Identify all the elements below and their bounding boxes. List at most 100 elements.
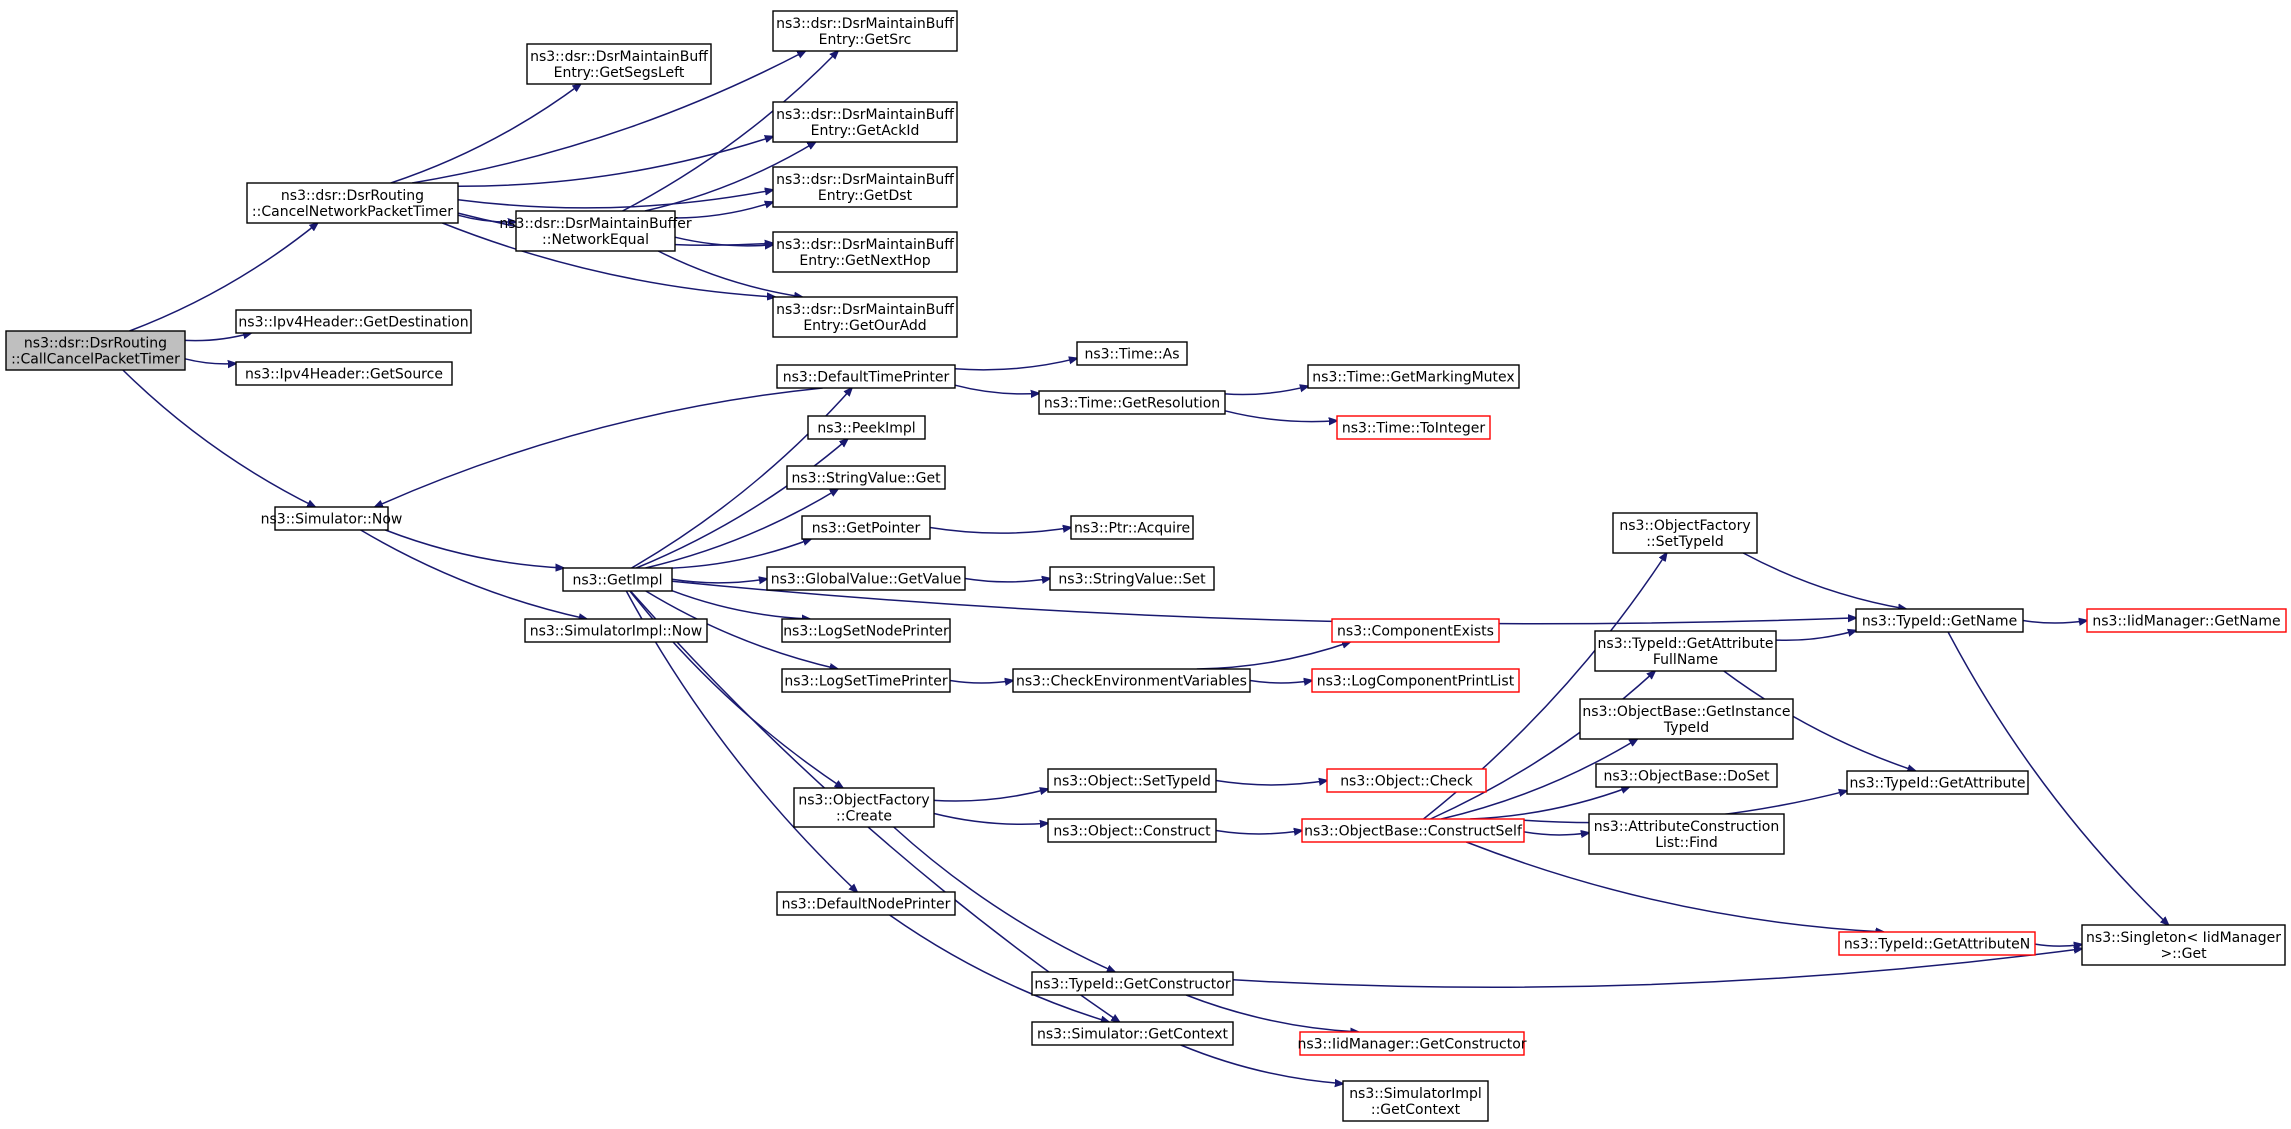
node-label-line: ns3::LogSetTimePrinter — [784, 674, 948, 690]
edge-path — [1196, 642, 1350, 670]
graph-node-simimplctx[interactable]: ns3::SimulatorImpl::GetContext — [1342, 1080, 1489, 1122]
node-box — [781, 618, 951, 643]
node-box — [786, 465, 946, 490]
edge-path — [645, 489, 839, 569]
graph-node-getctor[interactable]: ns3::TypeId::GetConstructor — [1031, 971, 1234, 996]
node-label-line: TypeId — [1663, 720, 1709, 736]
graph-node-dtp[interactable]: ns3::DefaultTimePrinter — [776, 364, 956, 389]
edge-path — [184, 333, 251, 342]
graph-node-constructself[interactable]: ns3::ObjectBase::ConstructSelf — [1301, 818, 1525, 843]
edge-path — [411, 51, 805, 184]
graph-node-simnow[interactable]: ns3::Simulator::Now — [261, 506, 403, 531]
node-label-line: Entry::GetSrc — [819, 32, 912, 48]
node-label-line: ns3::ObjectFactory — [1619, 518, 1750, 534]
call-edge-simnow-to-simimplnow — [360, 529, 587, 619]
node-box — [1049, 566, 1215, 591]
node-box — [526, 43, 712, 85]
graph-node-objsettid[interactable]: ns3::Object::SetTypeId — [1047, 768, 1217, 793]
call-edge-neteq-to-ackid — [644, 142, 816, 212]
graph-node-compexists[interactable]: ns3::ComponentExists — [1331, 618, 1500, 643]
node-box — [1579, 698, 1794, 740]
edge-layer — [122, 51, 2169, 1084]
call-edge-ofcreate-to-getctor — [893, 826, 1115, 972]
graph-node-lsnp[interactable]: ns3::LogSetNodePrinter — [781, 618, 951, 643]
graph-node-ouradd[interactable]: ns3::dsr::DsrMaintainBuffEntry::GetOurAd… — [772, 296, 958, 338]
node-box — [1031, 971, 1234, 996]
graph-node-peekimpl[interactable]: ns3::PeekImpl — [807, 415, 926, 440]
node-label-line: FullName — [1653, 652, 1718, 668]
node-box — [1307, 364, 1520, 389]
graph-node-getsource[interactable]: ns3::Ipv4Header::GetSource — [235, 361, 453, 386]
graph-node-markmutex[interactable]: ns3::Time::GetMarkingMutex — [1307, 364, 1520, 389]
call-edge-ofcreate-to-objsettid — [933, 789, 1048, 802]
call-edge-getimpl-to-getpointer — [671, 539, 811, 569]
call-edge-constructself-to-aclfind — [1523, 832, 1589, 835]
edge-path — [1947, 631, 2168, 925]
node-label-line: ::NetworkEqual — [542, 232, 649, 248]
graph-node-svset[interactable]: ns3::StringValue::Set — [1049, 566, 1215, 591]
graph-node-ofsettid[interactable]: ns3::ObjectFactory::SetTypeId — [1612, 512, 1758, 554]
call-edge-dtp-to-timeas — [954, 358, 1077, 371]
edge-path — [184, 358, 236, 364]
node-box — [1331, 618, 1500, 643]
graph-node-getdest[interactable]: ns3::Ipv4Header::GetDestination — [235, 309, 472, 334]
call-edge-constructself-to-doset — [1470, 787, 1629, 820]
graph-node-simgetctx[interactable]: ns3::Simulator::GetContext — [1031, 1021, 1234, 1046]
graph-node-iidgetname[interactable]: ns3::IidManager::GetName — [2086, 608, 2287, 633]
edge-path — [671, 580, 1856, 625]
edge-path — [1723, 670, 1916, 771]
graph-node-dnp[interactable]: ns3::DefaultNodePrinter — [776, 891, 956, 916]
call-edge-getctor-to-iidgetctor — [1185, 994, 1358, 1032]
graph-node-svget[interactable]: ns3::StringValue::Get — [786, 465, 946, 490]
call-edge-getimpl-to-lsnp — [671, 589, 810, 619]
graph-node-getimpl[interactable]: ns3::GetImpl — [562, 567, 673, 592]
node-label-line: ns3::dsr::DsrMaintainBuff — [776, 16, 954, 32]
graph-node-neteq[interactable]: ns3::dsr::DsrMaintainBuffer::NetworkEqua… — [499, 210, 692, 252]
node-label-line: ns3::Singleton< IidManager — [2086, 930, 2281, 946]
node-box — [772, 101, 958, 143]
graph-node-ofcreate[interactable]: ns3::ObjectFactory::Create — [793, 787, 935, 828]
edge-path — [954, 384, 1039, 394]
graph-node-tidgetattr[interactable]: ns3::TypeId::GetAttribute — [1846, 770, 2029, 795]
edge-path — [2022, 621, 2087, 624]
graph-node-nexthop[interactable]: ns3::dsr::DsrMaintainBuffEntry::GetNextH… — [772, 231, 958, 273]
graph-node-iidgetctor[interactable]: ns3::IidManager::GetConstructor — [1297, 1031, 1527, 1056]
graph-node-gvgetvalue[interactable]: ns3::GlobalValue::GetValue — [766, 566, 966, 591]
graph-node-segsleft[interactable]: ns3::dsr::DsrMaintainBuffEntry::GetSegsL… — [526, 43, 712, 85]
node-label-line: ::CallCancelPacketTimer — [11, 352, 180, 368]
graph-node-ptracquire[interactable]: ns3::Ptr::Acquire — [1070, 515, 1194, 540]
graph-node-getpointer[interactable]: ns3::GetPointer — [801, 515, 931, 540]
graph-node-simimplnow[interactable]: ns3::SimulatorImpl::Now — [524, 618, 708, 643]
graph-node-objcheck[interactable]: ns3::Object::Check — [1326, 768, 1487, 793]
graph-node-attrn[interactable]: ns3::TypeId::GetAttributeN — [1838, 931, 2036, 956]
graph-node-objconstruct[interactable]: ns3::Object::Construct — [1047, 818, 1217, 843]
graph-node-checkenv[interactable]: ns3::CheckEnvironmentVariables — [1012, 668, 1251, 693]
call-edge-lstp-to-checkenv — [949, 681, 1013, 684]
graph-node-singleton[interactable]: ns3::Singleton< IidManager >::Get — [2081, 924, 2286, 966]
node-box — [1076, 341, 1188, 366]
call-edge-getimpl-to-lstp — [645, 590, 838, 669]
call-edge-attrfull-to-tidgetattr — [1723, 670, 1916, 771]
node-label-line: ns3::GlobalValue::GetValue — [771, 572, 961, 588]
node-label-line: ns3::StringValue::Get — [791, 471, 941, 487]
node-box — [781, 668, 951, 693]
graph-node-logcomp[interactable]: ns3::LogComponentPrintList — [1311, 668, 1520, 693]
edge-path — [964, 579, 1050, 582]
graph-node-tidgetname[interactable]: ns3::TypeId::GetName — [1855, 608, 2024, 633]
graph-node-cnpt[interactable]: ns3::dsr::DsrRouting::CancelNetworkPacke… — [246, 182, 459, 224]
graph-node-doset[interactable]: ns3::ObjectBase::DoSet — [1595, 763, 1778, 788]
call-edge-neteq-to-nexthop — [674, 236, 773, 246]
graph-node-toint[interactable]: ns3::Time::ToInteger — [1336, 415, 1491, 440]
graph-node-getres[interactable]: ns3::Time::GetResolution — [1038, 390, 1226, 415]
call-edge-simgetctx-to-simimplctx — [1180, 1044, 1343, 1084]
edge-path — [442, 222, 775, 297]
graph-node-lstp[interactable]: ns3::LogSetTimePrinter — [781, 668, 951, 693]
node-label-line: ns3::ObjectBase::ConstructSelf — [1304, 824, 1523, 840]
graph-node-timeas[interactable]: ns3::Time::As — [1076, 341, 1188, 366]
